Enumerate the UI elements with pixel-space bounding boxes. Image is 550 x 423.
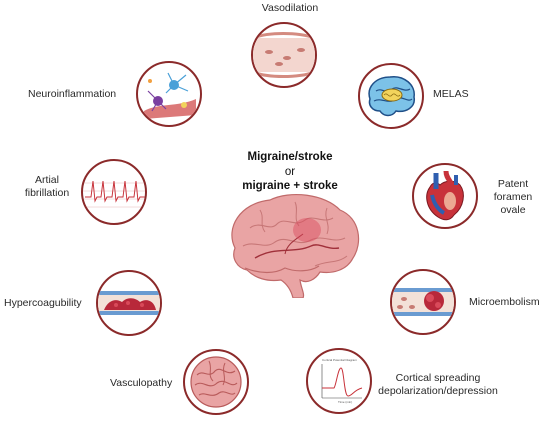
mitochondrial-brain-icon bbox=[368, 76, 415, 117]
embolus-vessel-icon bbox=[392, 288, 454, 316]
pfo-circle bbox=[412, 163, 478, 229]
vasculopathy-label: Vasculopathy bbox=[110, 377, 173, 389]
melas-circle bbox=[358, 63, 424, 129]
pfo-label: Patent foramen ovale bbox=[478, 178, 548, 217]
af-label-line1: Artial bbox=[35, 174, 59, 186]
melas-label: MELAS bbox=[433, 88, 469, 100]
af-label-line2: fibrillation bbox=[24, 187, 70, 199]
vasodilation-label: Vasodilation bbox=[261, 2, 319, 14]
neuron-microglia-icon bbox=[144, 72, 196, 119]
pfo-label-line1: Patent bbox=[497, 178, 529, 190]
csd-label: Cortical spreading depolarization/depres… bbox=[368, 372, 508, 398]
pfo-label-line3: ovale bbox=[500, 204, 526, 216]
vasodilation-circle bbox=[251, 22, 317, 88]
pfo-label-line2: foramen bbox=[493, 191, 533, 203]
neuroinflammation-circle bbox=[136, 61, 202, 127]
center-title-line1: Migraine/stroke bbox=[247, 151, 333, 163]
microembolism-circle bbox=[390, 269, 456, 335]
clotted-vessel-icon bbox=[98, 291, 160, 315]
vasculopathy-circle bbox=[183, 349, 249, 415]
center-title: Migraine/stroke or migraine + stroke bbox=[226, 150, 354, 194]
hypercoagubility-circle bbox=[96, 270, 162, 336]
central-brain-icon bbox=[231, 193, 360, 298]
af-circle bbox=[81, 159, 147, 225]
svg-text:Time (min): Time (min) bbox=[338, 400, 352, 404]
heart-icon bbox=[426, 170, 464, 221]
af-label: Artial fibrillation bbox=[12, 174, 82, 200]
ecg-icon bbox=[83, 180, 145, 208]
csd-wave-plot-icon: Cortical Potential Diagram Time (min) bbox=[321, 358, 363, 404]
center-title-line3: migraine + stroke bbox=[242, 180, 338, 192]
csd-label-line1: Cortical spreading bbox=[395, 372, 481, 384]
vessel-dilated-icon bbox=[253, 32, 315, 78]
hypercoagubility-label: Hypercoagubility bbox=[4, 297, 82, 309]
neuroinflammation-label: Neuroinflammation bbox=[28, 88, 117, 100]
svg-text:Cortical Potential Diagram: Cortical Potential Diagram bbox=[322, 358, 357, 362]
vasculopathy-brain-icon bbox=[190, 356, 242, 408]
csd-label-line2: depolarization/depression bbox=[378, 385, 498, 397]
microembolism-label: Microembolism bbox=[469, 296, 540, 308]
csd-circle: Cortical Potential Diagram Time (min) bbox=[306, 348, 372, 414]
center-title-line2: or bbox=[284, 165, 296, 178]
